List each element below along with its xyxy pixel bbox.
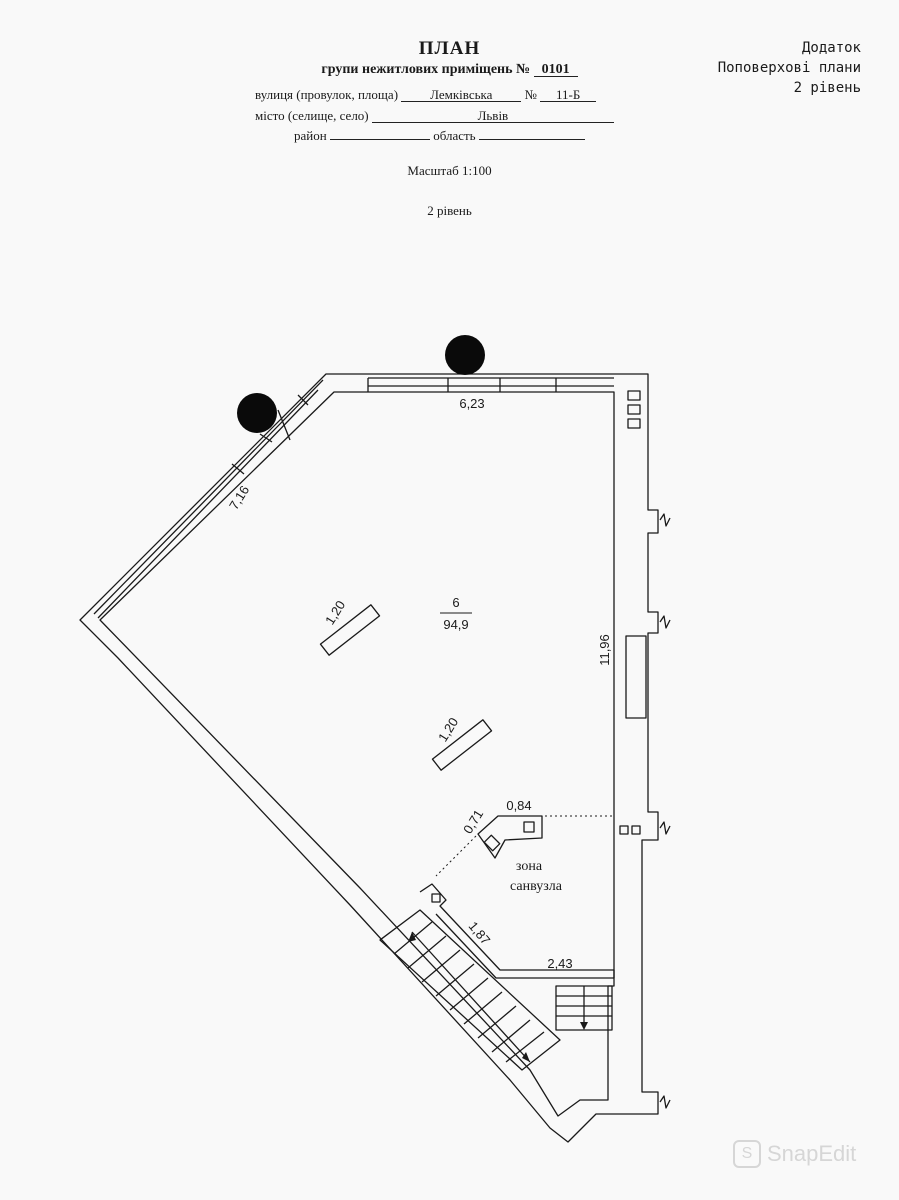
house-label: № [524,87,537,102]
window-diagonal [93,379,324,619]
outer-wall [79,373,659,1143]
bathroom-wall [477,815,543,859]
room-area: 94,9 [443,617,468,632]
appendix-line-2: Поповерхові плани [717,60,861,76]
dim-bath-width: 0,84 [506,798,531,813]
redaction-marker-2 [237,393,277,433]
break-mark-1 [659,513,671,527]
city-value: Львів [371,109,614,123]
group-number: 0101 [533,63,578,77]
region-blank [478,139,585,140]
plan-title: ПЛАН [418,38,481,59]
break-mark-2 [659,615,671,629]
stairs-up-arrow [408,932,416,942]
appendix-line-3: 2 рівень [793,80,861,96]
dim-stair-diag: 1,87 [466,919,494,948]
city-line: місто (селище, село) Львів [255,108,614,124]
watermark: S SnapEdit [733,1137,856,1171]
street-label: вулиця (провулок, площа) [255,87,399,102]
street-value: Лемківська [401,88,522,102]
snapedit-logo-icon: S [733,1140,761,1168]
appendix-block: Додаток Поповерхові плани 2 рівень [718,38,861,98]
wall-niche-5 [631,825,641,835]
dim-column-1: 1,20 [322,598,348,627]
district-line: район область [294,128,585,144]
column-1 [319,604,381,656]
toilet-fixture [483,834,501,852]
break-mark-3 [659,821,671,835]
region-label: область [433,128,476,143]
wall-cabinet [625,635,647,719]
street-line: вулиця (провулок, площа) Лемківська № 11… [255,87,597,103]
wall-niche-4 [619,825,629,835]
scale-label: Масштаб 1:100 [407,163,492,178]
sink-fixture [523,821,535,833]
bathroom-niche [431,893,441,903]
break-mark-4 [659,1095,671,1109]
dim-bath-bottom: 2,43 [547,956,572,971]
dim-diagonal-wall: 7,16 [226,483,252,512]
redaction-marker-1 [445,335,485,375]
dim-right-wall: 11,96 [597,634,612,666]
dotted-bath-diag [435,835,477,877]
dim-bath-diag: 0,71 [460,807,486,836]
level-label: 2 рівень [427,203,472,218]
stairs-down-arrow [580,1022,588,1030]
bathroom-partition [419,883,615,979]
zone-label-line2: санвузла [510,879,563,894]
room-number: 6 [452,595,459,610]
district-label: район [294,128,327,143]
district-blank [329,139,430,140]
zone-label-line1: зона [516,859,543,874]
plan-subtitle: групи нежитлових приміщень № 0101 [0,62,899,78]
window-top [367,377,614,392]
city-label: місто (селище, село) [255,108,369,123]
stairs-up [379,909,561,1071]
dim-top-wall: 6,23 [459,396,484,411]
wall-niche-1 [627,390,641,401]
stairs-end-arrow [522,1052,530,1062]
column-2 [431,719,493,771]
house-value: 11-Б [540,88,597,102]
inner-wall [99,391,615,1117]
appendix-line-1: Додаток [801,40,861,56]
wall-tick [277,409,291,441]
watermark-text: SnapEdit [767,1141,857,1166]
wall-niche-3 [627,418,641,429]
subtitle-prefix: групи нежитлових приміщень № [321,62,531,77]
wall-niche-2 [627,404,641,415]
